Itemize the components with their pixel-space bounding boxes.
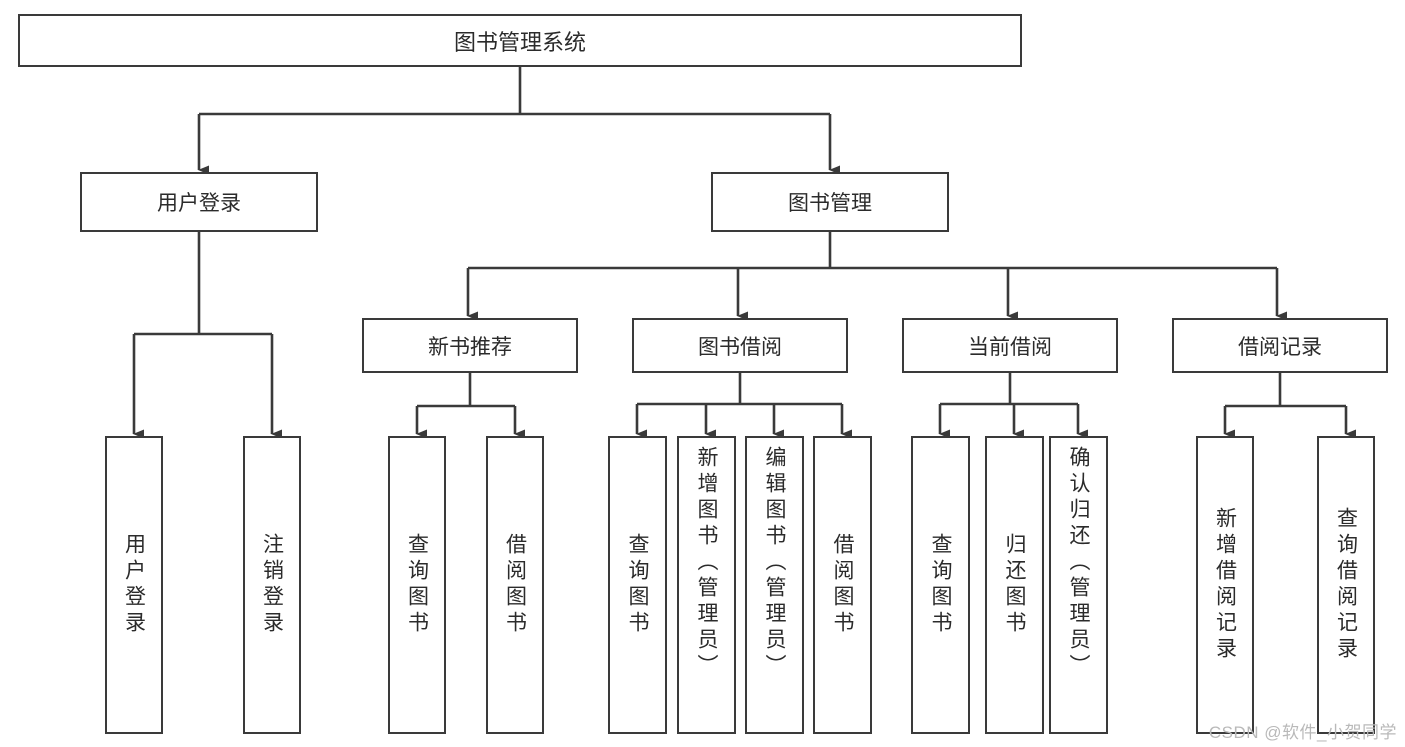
node-label: 图书管理 [788,192,872,215]
level3-node-2[interactable]: 当前借阅 [902,318,1118,373]
node-label: 借阅记录 [1238,335,1322,359]
leaf-node-0[interactable]: 用户登录 [105,436,163,734]
leaf-label: 新增借阅记录 [1213,507,1237,663]
level3-node-0[interactable]: 新书推荐 [362,318,578,373]
node-label: 用户登录 [157,192,241,215]
leaf-label: 新增图书（管理员） [695,446,718,680]
leaf-node-8[interactable]: 查询图书 [911,436,970,734]
leaf-label: 借阅图书 [831,533,854,637]
level2-node-1[interactable]: 图书管理 [711,172,949,232]
leaf-label: 查询图书 [405,533,429,637]
leaf-label: 确认归还（管理员） [1067,446,1090,680]
leaf-node-2[interactable]: 查询图书 [388,436,446,734]
node-label: 当前借阅 [968,335,1052,359]
leaf-node-4[interactable]: 查询图书 [608,436,667,734]
leaf-node-6[interactable]: 编辑图书（管理员） [745,436,804,734]
node-label: 新书推荐 [428,335,512,359]
node-label: 图书管理系统 [453,29,586,55]
level2-node-0[interactable]: 用户登录 [80,172,318,232]
leaf-label: 查询图书 [929,533,952,637]
leaf-label: 编辑图书（管理员） [763,446,786,680]
leaf-node-7[interactable]: 借阅图书 [813,436,872,734]
node-label: 图书借阅 [698,335,782,359]
leaf-node-10[interactable]: 确认归还（管理员） [1049,436,1108,734]
leaf-node-11[interactable]: 新增借阅记录 [1196,436,1254,734]
level3-node-1[interactable]: 图书借阅 [632,318,848,373]
leaf-label: 借阅图书 [503,533,527,637]
leaf-node-3[interactable]: 借阅图书 [486,436,544,734]
leaf-label: 注销登录 [260,533,284,637]
leaf-node-9[interactable]: 归还图书 [985,436,1044,734]
leaf-node-12[interactable]: 查询借阅记录 [1317,436,1375,734]
level3-node-3[interactable]: 借阅记录 [1172,318,1388,373]
leaf-label: 归还图书 [1003,533,1026,637]
leaf-label: 查询图书 [626,533,649,637]
leaf-label: 查询借阅记录 [1334,507,1358,663]
leaf-label: 用户登录 [122,533,146,637]
csdn-watermark: CSDN @软件_小贺同学 [1208,723,1397,742]
leaf-node-1[interactable]: 注销登录 [243,436,301,734]
leaf-node-5[interactable]: 新增图书（管理员） [677,436,736,734]
root-node-0[interactable]: 图书管理系统 [18,14,1022,67]
